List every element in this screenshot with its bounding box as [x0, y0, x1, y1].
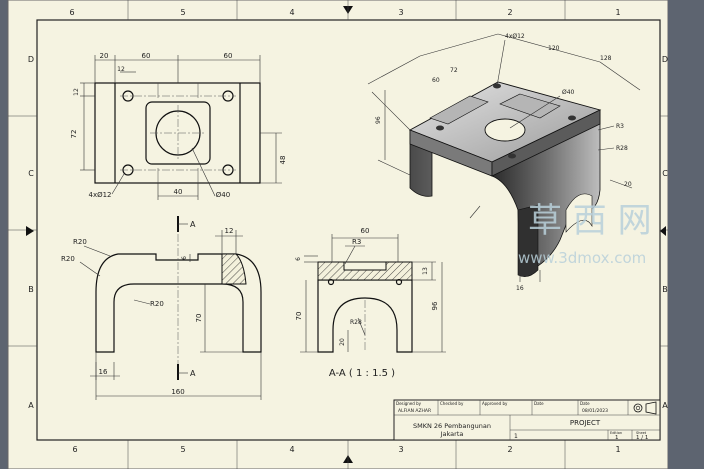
zone-top-5: 5: [180, 8, 185, 17]
dim-20: 20: [100, 52, 109, 60]
edition-value: 1: [615, 435, 619, 441]
section-marker-a-top: A: [190, 220, 196, 229]
sheet-label: Sheet: [636, 431, 647, 435]
viewport-background: [668, 0, 704, 469]
dim-60-left: 60: [142, 52, 151, 60]
side-zone-labels: D C B A D C B A: [28, 55, 668, 410]
front-section-hatch: [221, 253, 247, 285]
dim-holes-12: 4xØ12: [88, 191, 111, 199]
iso-dim-72: 72: [450, 67, 458, 74]
iso-dim-20: 20: [624, 181, 632, 188]
zone-bottom-6: 6: [72, 445, 77, 454]
date-label-2: Date: [580, 401, 590, 406]
dim-r3: R3: [352, 238, 361, 246]
date-label-1: Date: [534, 401, 544, 406]
zone-left-a: A: [28, 401, 34, 410]
projection-symbol-icon: [633, 401, 657, 415]
zone-left-d: D: [28, 55, 34, 64]
zone-bottom-4: 4: [289, 445, 294, 454]
dim-16: 16: [99, 368, 108, 376]
edition-label: Edition: [610, 431, 622, 435]
dim-6-front: 6: [181, 256, 188, 260]
dim-96: 96: [431, 301, 439, 310]
dim-6-section: 6: [295, 257, 302, 261]
dim-40: 40: [174, 188, 183, 196]
dim-r20-top: R20: [73, 238, 87, 246]
dim-12-top: 12: [117, 66, 125, 73]
zone-bottom-5: 5: [180, 445, 185, 454]
title-block[interactable]: Designed by ALFIAN AZHAR Checked by Appr…: [393, 399, 661, 441]
iso-dim-16: 16: [516, 285, 524, 292]
top-zone-labels: 6 5 4 3 2 1: [69, 8, 620, 17]
checked-by-label: Checked by: [440, 401, 464, 406]
iso-dim-60: 60: [432, 77, 440, 84]
dim-12-front: 12: [225, 227, 234, 235]
watermark-url: www.3dmox.com: [518, 249, 646, 267]
centering-marks: [26, 0, 666, 469]
dim-48: 48: [279, 156, 287, 165]
zone-right-c: C: [662, 169, 668, 178]
dim-12-side: 12: [73, 88, 80, 96]
iso-dim-120: 120: [548, 45, 560, 52]
zone-left-b: B: [28, 285, 34, 294]
zone-top-1: 1: [615, 8, 620, 17]
zone-top-3: 3: [398, 8, 403, 17]
iso-dim-128: 128: [600, 55, 612, 62]
section-marker-a-bottom: A: [190, 369, 196, 378]
isometric-view[interactable]: 4xØ12 Ø40 60 96 72 128 R3 120 R28 16 20: [367, 33, 641, 292]
dim-r20-inner: R20: [150, 300, 164, 308]
dim-r28: R28: [350, 319, 362, 326]
iso-dim-holes: 4xØ12: [505, 33, 525, 40]
approved-by-label: Approved by: [482, 401, 508, 406]
school-city: Jakarta: [440, 430, 464, 438]
zone-bottom-2: 2: [507, 445, 512, 454]
sheet-value: 1 / 1: [636, 435, 648, 441]
dim-70-section: 70: [295, 312, 303, 321]
dim-hole-40: Ø40: [216, 191, 230, 199]
zone-top-2: 2: [507, 8, 512, 17]
zone-left-c: C: [28, 169, 34, 178]
top-view[interactable]: 20 60 60 12 12 72 48 40 Ø40 4xØ12: [70, 52, 287, 200]
watermark: 草 西 网 www.3dmox.com: [518, 201, 652, 267]
zone-right-b: B: [662, 285, 668, 294]
school-name: SMKN 26 Pembangunan: [413, 422, 491, 430]
designed-by-label: Designed by: [396, 401, 422, 406]
section-view[interactable]: 60 R3 6 13 70 96 20 R28 A-A ( 1 : 1.5 ): [295, 227, 446, 379]
designed-by-value: ALFIAN AZHAR: [398, 408, 431, 414]
zone-right-a: A: [662, 401, 668, 410]
section-label: A-A ( 1 : 1.5 ): [329, 368, 395, 379]
dim-20-section: 20: [339, 338, 346, 346]
part-number: 1: [514, 433, 518, 440]
zone-top-4: 4: [289, 8, 294, 17]
dim-70-front: 70: [195, 314, 203, 323]
dim-72: 72: [70, 130, 78, 139]
zone-right-d: D: [662, 55, 668, 64]
iso-dim-96: 96: [375, 116, 382, 124]
iso-dim-hole-40: Ø40: [562, 89, 575, 96]
dim-60-right: 60: [224, 52, 233, 60]
bottom-zone-labels: 6 5 4 3 2 1: [72, 445, 620, 454]
dim-r20-left: R20: [61, 255, 75, 263]
dim-60-section: 60: [361, 227, 370, 235]
front-view[interactable]: R20 R20 R20 12 6 70 16 160 A A: [61, 216, 262, 400]
zone-bottom-3: 3: [398, 445, 403, 454]
zone-top-6: 6: [69, 8, 74, 17]
date-value: 08/01/2023: [582, 408, 608, 414]
drawing-title: PROJECT: [570, 419, 601, 427]
iso-dim-r28: R28: [616, 145, 628, 152]
zone-bottom-1: 1: [615, 445, 620, 454]
watermark-cn: 草 西 网: [528, 201, 652, 241]
dim-160: 160: [171, 388, 184, 396]
iso-dim-r3: R3: [616, 123, 624, 130]
dim-13: 13: [422, 267, 429, 275]
